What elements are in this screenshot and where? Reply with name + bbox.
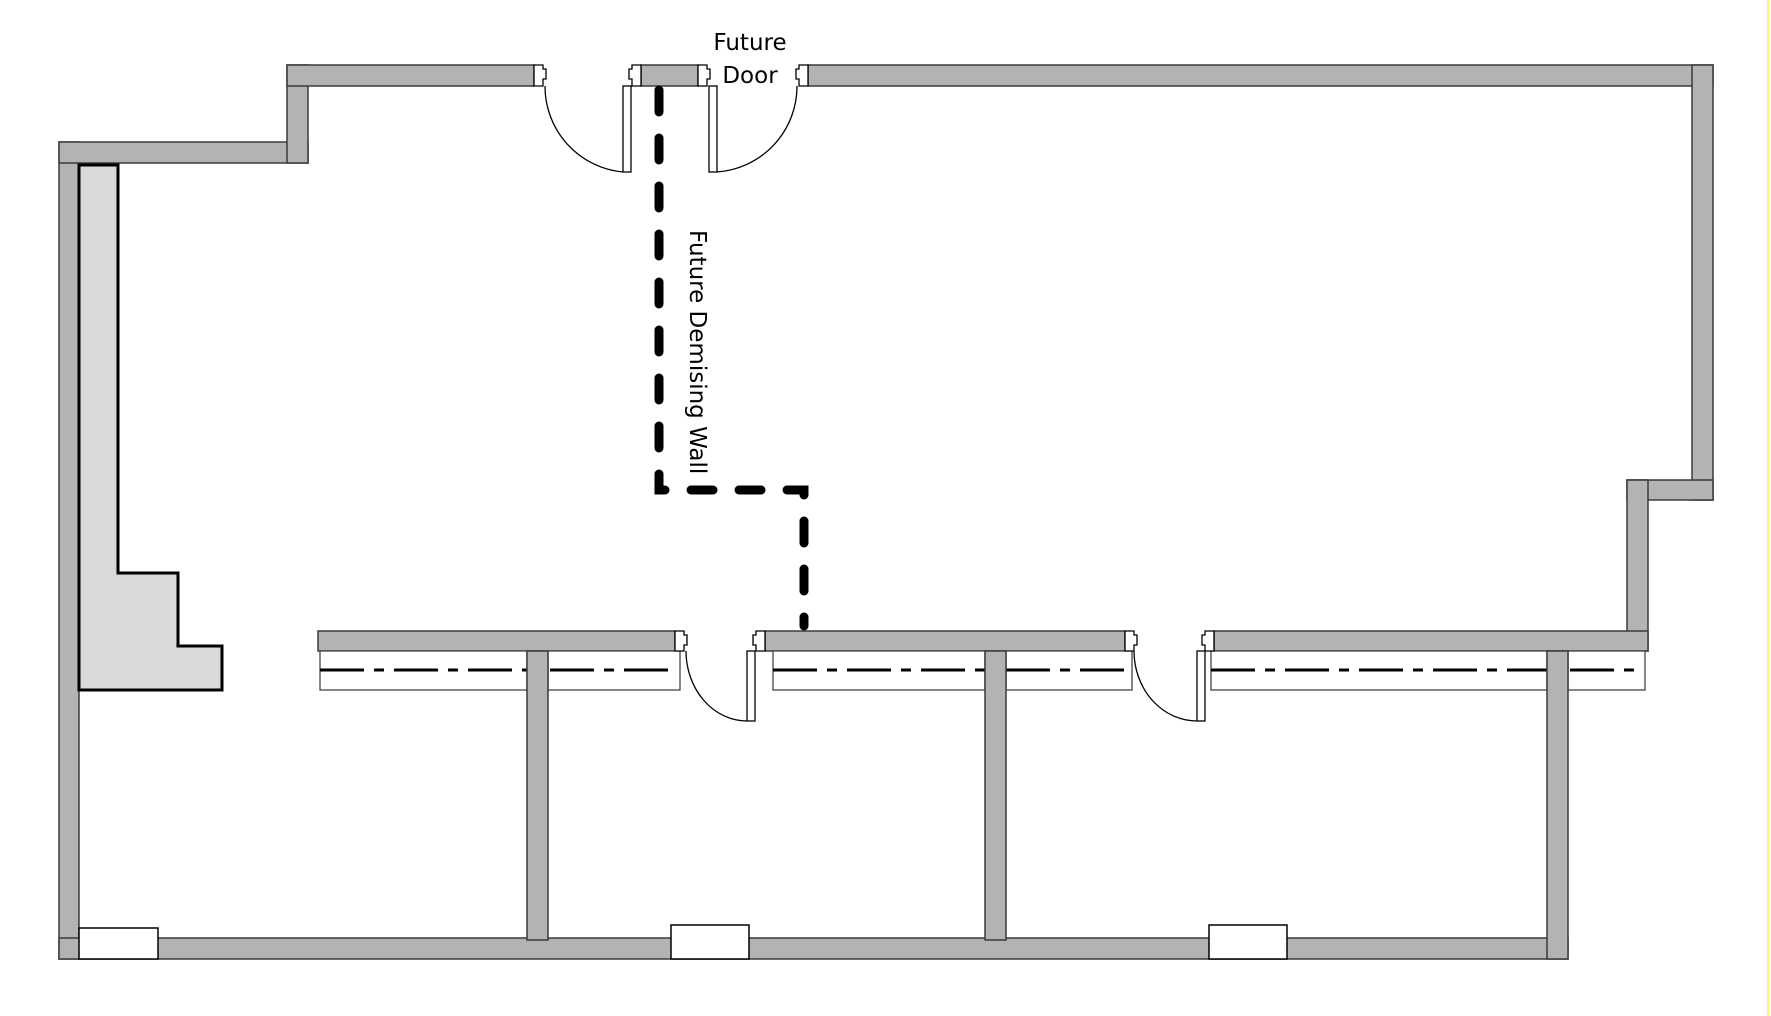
corridor-wall-b	[764, 630, 1126, 652]
corridor-wall-a	[317, 630, 676, 652]
door-swing-arc	[716, 85, 798, 173]
door-leaf	[746, 650, 756, 722]
partition-1	[526, 650, 549, 941]
door-jamb	[628, 64, 642, 87]
door-jamb	[674, 630, 688, 652]
future-door-label-line2: Door	[722, 63, 778, 89]
future-demising-wall-line	[654, 85, 809, 631]
door-jamb	[752, 630, 766, 652]
wall-bottom	[58, 937, 1569, 960]
bottom-opening	[1208, 924, 1288, 960]
wall-top-c	[807, 64, 1714, 87]
door-leaf	[1196, 650, 1206, 722]
door-jamb	[1124, 630, 1138, 652]
bottom-openings	[78, 924, 1288, 960]
door-swing-arc	[1133, 650, 1198, 722]
exterior-walls	[58, 64, 1714, 960]
future-door-label-line1: Future	[713, 30, 786, 56]
door-jamb	[697, 64, 711, 87]
door-leaf	[708, 85, 718, 173]
partition-3	[1546, 650, 1569, 960]
top-double-door	[533, 64, 809, 173]
bottom-opening	[78, 927, 159, 960]
interior-corridor-wall	[317, 630, 1649, 652]
future-demising-wall-label: Future Demising Wall	[684, 230, 710, 474]
room-door-1	[674, 630, 766, 722]
door-swing-arc	[685, 650, 748, 722]
wall-top-a	[286, 64, 535, 87]
door-jamb	[533, 64, 547, 87]
partition-2	[984, 650, 1007, 941]
wall-top-b	[640, 64, 699, 87]
room-partitions	[526, 650, 1569, 960]
door-leaf	[622, 85, 632, 173]
counter	[77, 163, 224, 692]
wall-right	[1691, 64, 1714, 501]
door-swing-arc	[544, 85, 624, 173]
wall-top-left-jog	[58, 141, 309, 164]
door-jamb	[1201, 630, 1215, 652]
door-jamb	[795, 64, 809, 87]
wall-left	[58, 141, 80, 960]
interior-windows	[319, 650, 1646, 691]
room-door-2	[1124, 630, 1215, 722]
wall-right-step	[1626, 479, 1649, 652]
corridor-wall-c	[1213, 630, 1649, 652]
bottom-opening	[670, 924, 750, 960]
